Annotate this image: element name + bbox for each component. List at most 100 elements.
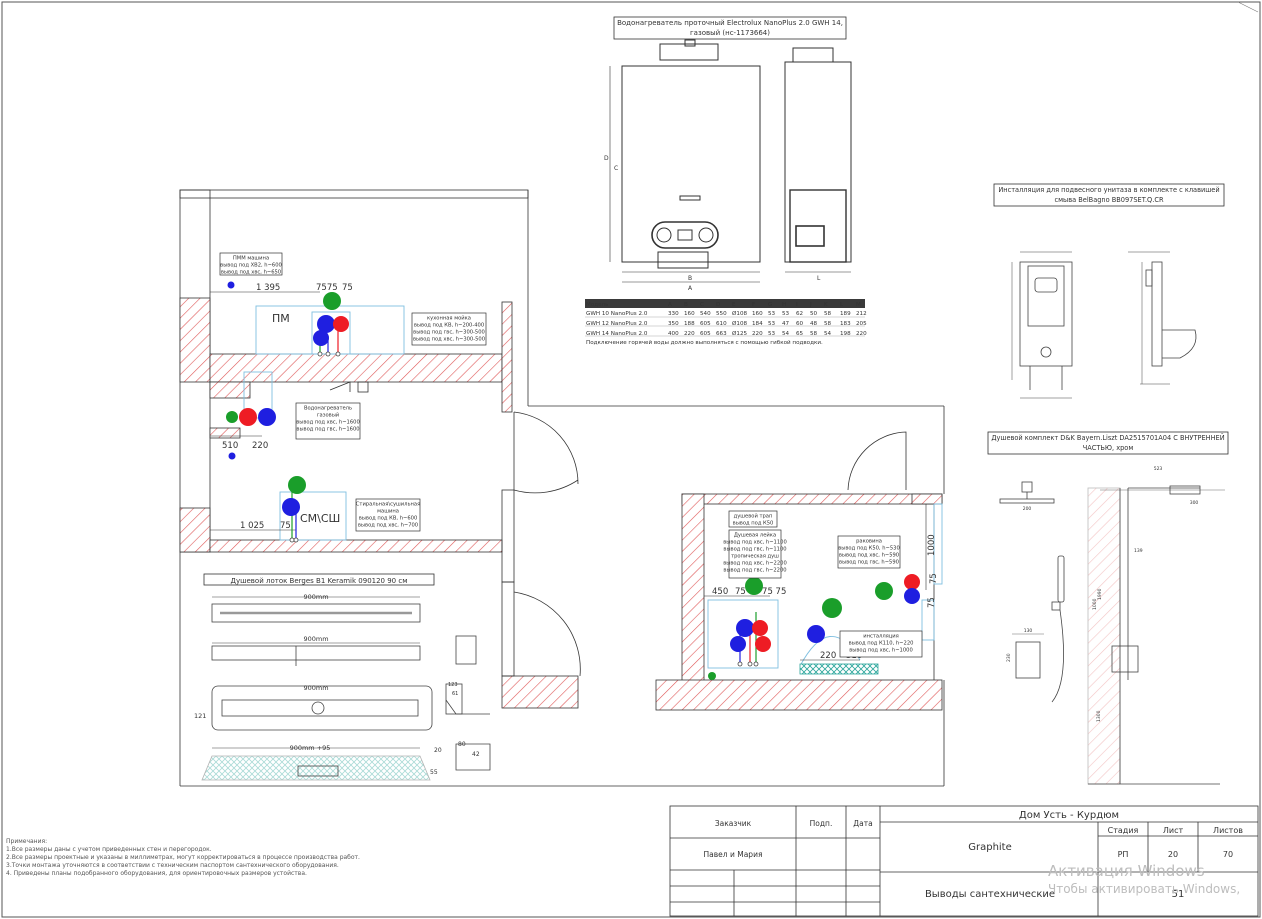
heater-table-cell: 160 — [684, 311, 695, 317]
plan-note-line: вывод под хвс, h~700 — [358, 523, 418, 529]
heater-table-cell: 350 — [668, 321, 679, 327]
smsh-label: СМ\СШ — [300, 512, 340, 525]
install-title-2: смыва BelBagno BB097SET.Q.CR — [1054, 196, 1164, 204]
heater-front-view — [609, 39, 761, 283]
heater-title-box — [613, 16, 847, 40]
utility-point-hot — [239, 408, 257, 426]
shower-dim-523: 523 — [1154, 466, 1163, 472]
svg-text:D: D — [604, 155, 609, 162]
heater-table-header-cell: G — [768, 302, 772, 308]
shower-dim-130: 130 — [1024, 628, 1033, 634]
shower-dim-1000: 1000 — [1092, 598, 1098, 610]
heater-table-header-cell: F — [752, 302, 755, 308]
shower-kit-block: Душевой комплект D&K Bayern.Liszt DA2515… — [987, 431, 1229, 785]
wall-hatched-left-1 — [179, 297, 211, 383]
heater-table-header-cell: L — [840, 302, 844, 308]
install-title-1: Инсталляция для подвесного унитаза в ком… — [998, 186, 1219, 194]
dim-220b: 220 — [820, 651, 836, 661]
heater-table-cell: 605 — [700, 321, 711, 327]
utility-point-cold — [227, 281, 235, 289]
outlet-dot — [325, 351, 331, 357]
plan-note-line: вывод под гвс, h~300-500 — [413, 330, 485, 336]
dim-75c: 75 — [929, 573, 939, 584]
tray-title: Душевой лоток Berges B1 Keramik 090120 9… — [230, 577, 407, 585]
shower-drain-mesh — [799, 663, 879, 675]
heater-table-cell: 184 — [752, 321, 763, 327]
tray-drawings — [201, 596, 491, 781]
heater-table-cell: 212 — [856, 311, 867, 317]
plan-note-line: газовый — [317, 412, 339, 419]
watermark-line-1: Активация Windows — [1048, 862, 1205, 880]
shower-dim-1990: 1990 — [1097, 588, 1103, 600]
dim-75b: 75 — [280, 521, 291, 531]
outlet-dot — [753, 661, 759, 667]
plan-note-line: душевой трап — [734, 513, 773, 520]
note-3: 3.Точки монтажа уточняются в соответстви… — [6, 862, 339, 869]
heater-table-cell: GWH 12 NanoPlus 2.0 — [586, 321, 648, 327]
heater-block: Водонагреватель проточный Electrolux Nan… — [585, 16, 867, 346]
heater-table-cell: 48 — [810, 321, 818, 327]
shower-head-top — [999, 481, 1055, 504]
utility-point-cold — [904, 588, 920, 604]
tray-dim-123: 123 — [448, 682, 458, 688]
heater-table-cell: 189 — [840, 311, 851, 317]
dim-1395: 1 395 — [256, 283, 280, 293]
plan-note-line: машина — [377, 509, 399, 515]
shower-dim-200: 200 — [1023, 506, 1032, 512]
utility-point-cold — [228, 452, 236, 460]
stamp-stage: РП — [1118, 850, 1129, 859]
stamp-sheets: 70 — [1223, 850, 1233, 859]
heater-table-cell: 50 — [810, 311, 818, 317]
heater-table-cell: 58 — [810, 331, 818, 337]
plan-note-line: вывод под К50 — [733, 521, 774, 527]
plan-note-line: инсталляция — [863, 634, 899, 640]
installation-block: Инсталляция для подвесного унитаза в ком… — [993, 183, 1225, 399]
utility-point-cold — [317, 315, 335, 333]
utility-point-cold — [282, 498, 300, 516]
shower-title-1: Душевой комплект D&K Bayern.Liszt DA2515… — [991, 433, 1224, 442]
plan-note-line: вывод под КВ, h~200-400 — [414, 323, 484, 329]
svg-text:A: A — [688, 285, 693, 292]
heater-table-header-cell: A — [668, 302, 672, 308]
heater-table-cell: 53 — [768, 331, 776, 337]
heater-table-cell: 62 — [796, 311, 803, 317]
shower-dim-230: 230 — [1006, 653, 1012, 662]
utility-point-cold — [807, 625, 825, 643]
plan-note-line: Водонагреватель — [304, 406, 352, 412]
tray-dim-900a: 900mm — [303, 593, 328, 601]
door-swing-2 — [513, 591, 581, 677]
stamp-sheet: 20 — [1168, 850, 1178, 859]
watermark-line-2: Чтобы активировать Windows, — [1048, 882, 1241, 896]
plan-note-line: вывод под гвс, h~2200 — [723, 568, 786, 574]
plan-note-line: кухонная мойка — [427, 315, 471, 322]
dim-75d: 75 — [927, 597, 937, 608]
utility-point-sewer — [323, 292, 341, 310]
heater-table-header-cell: K — [824, 302, 828, 308]
heater-table-header-cell: H — [782, 302, 786, 308]
shower-title-2: ЧАСТЬЮ, хром — [1083, 444, 1134, 452]
tray-dim-121: 121 — [194, 712, 206, 720]
plan-note-box — [295, 402, 361, 440]
plan-note-box — [728, 529, 782, 579]
tray-dim-55: 55 — [430, 769, 438, 776]
plan-note-box — [355, 498, 421, 532]
heater-table-header-cell: J — [809, 302, 812, 308]
stamp-customer-name: Павел и Мария — [704, 850, 763, 859]
heater-table-cell: 53 — [782, 311, 790, 317]
plan-note-line: вывод под хвс, h~650 — [221, 270, 281, 276]
utility-point-hot — [904, 574, 920, 590]
heater-table-cell: Ø108 — [732, 310, 748, 317]
utility-point-sewer — [875, 582, 893, 600]
notes-title: Примечания: — [6, 838, 48, 845]
heater-table-cell: 54 — [824, 331, 832, 337]
outlet-dot — [747, 661, 753, 667]
utility-point-sewer — [226, 411, 238, 423]
shower-handset-drawing — [1012, 555, 1065, 703]
outlet-dot — [289, 537, 295, 543]
plan-note-line: вывод под ХВ2, h~600 — [220, 263, 282, 269]
windows-activation-watermark: Активация Windows Чтобы активировать Win… — [1048, 862, 1240, 898]
plan-note-line: вывод под гвс, h~590 — [839, 560, 899, 566]
heater-table-cell: GWH 10 NanoPlus 2.0 — [586, 311, 648, 317]
utility-point-sewer — [745, 577, 763, 595]
